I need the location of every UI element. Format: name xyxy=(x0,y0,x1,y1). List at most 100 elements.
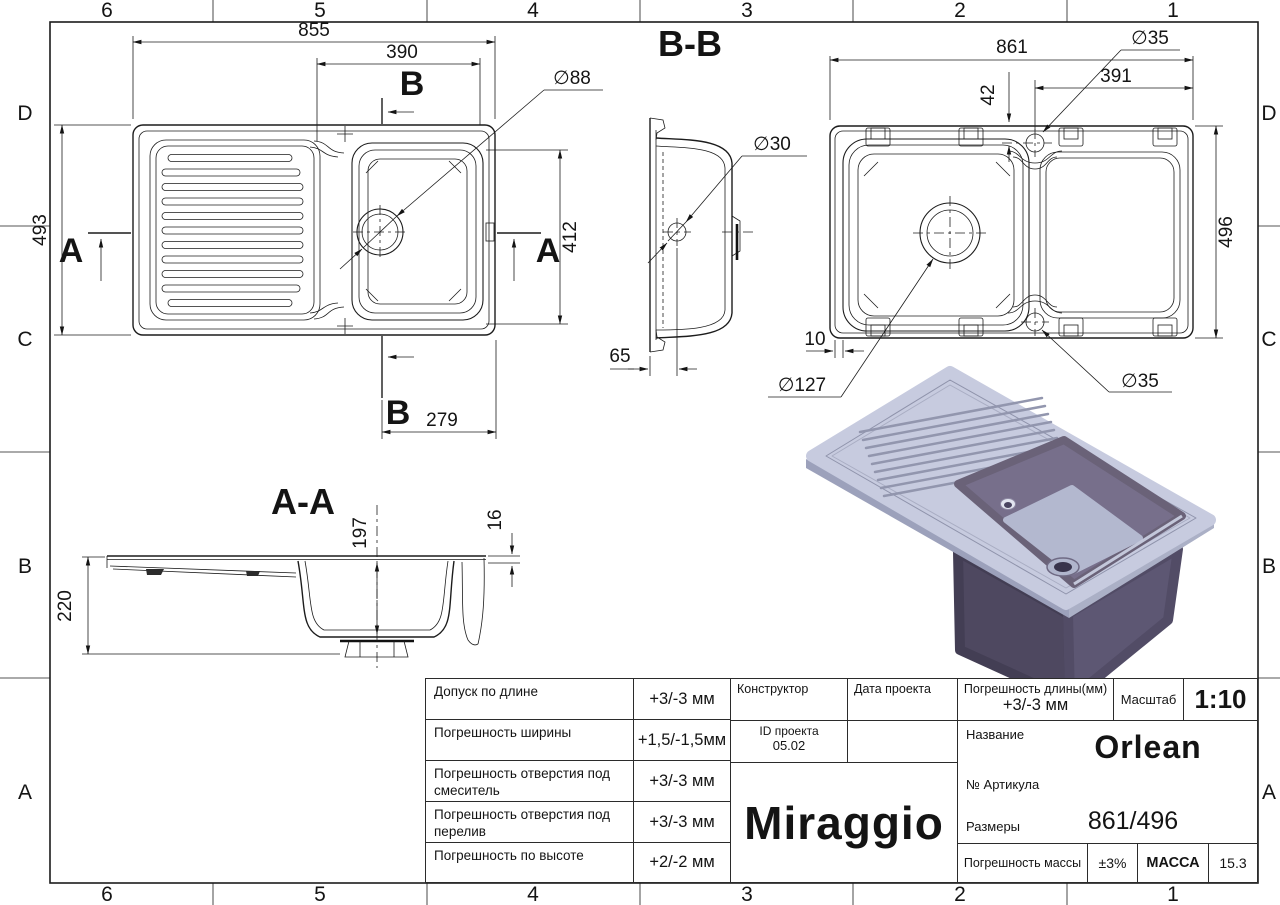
project-id-label: ID проекта xyxy=(759,724,819,738)
tolerance-row-label: Погрешность отверстия под смеситель xyxy=(425,760,634,802)
dim-drain-dia-88: ∅88 xyxy=(553,68,591,89)
dim-279: 279 xyxy=(426,410,458,431)
zone-col-3b: 3 xyxy=(741,883,753,905)
length-tolerance-label: Погрешность длины(мм) xyxy=(963,682,1108,696)
tolerance-value-4: +2/-2 мм xyxy=(649,853,715,871)
zone-col-1b: 1 xyxy=(1167,883,1179,905)
brand-cell: Miraggio xyxy=(730,762,958,883)
mounting-clips xyxy=(865,127,1178,337)
tolerance-value-1: +1,5/-1,5мм xyxy=(637,730,727,749)
tolerance-label-3: Погрешность отверстия под перелив xyxy=(434,807,611,839)
tolerance-label-0: Допуск по длине xyxy=(434,684,538,699)
section-bb-title: B-B xyxy=(658,23,722,64)
tolerance-label-2: Погрешность отверстия под смеситель xyxy=(434,766,611,798)
length-tolerance-cell: Погрешность длины(мм) +3/-3 мм xyxy=(957,678,1114,721)
dimensions-value: 861/496 xyxy=(1087,807,1179,835)
top-view: 855 390 B ∅88 493 A A 412 B xyxy=(30,20,603,439)
tolerance-row-label: Погрешность ширины xyxy=(425,719,634,761)
product-name: Orlean xyxy=(1094,729,1202,765)
dimensions-label: Размеры xyxy=(966,819,1021,834)
designer-cell: Конструктор xyxy=(730,678,848,721)
dim-220: 220 xyxy=(55,590,76,622)
tolerance-row-label: Допуск по длине xyxy=(425,678,634,720)
dim-197: 197 xyxy=(350,517,371,549)
drainboard-ribs xyxy=(161,154,304,307)
zone-row-d2: D xyxy=(1261,102,1276,125)
tolerance-row-value: +3/-3 мм xyxy=(633,678,731,720)
tolerance-row-label: Погрешность отверстия под перелив xyxy=(425,801,634,843)
article-label: № Артикула xyxy=(966,777,1040,792)
dim-391: 391 xyxy=(1100,66,1132,87)
sink-3d-render xyxy=(806,366,1216,705)
section-label-b-top: B xyxy=(400,65,425,103)
tolerance-row-value: +1,5/-1,5мм xyxy=(633,719,731,761)
scale-value: 1:10 xyxy=(1194,684,1247,714)
render-rim-line-2 xyxy=(831,384,1191,589)
section-aa-title: A-A xyxy=(271,481,335,522)
mass-label-cell: МАССА xyxy=(1137,843,1209,883)
date-value-cell xyxy=(847,720,958,763)
zone-row-b2: B xyxy=(1262,555,1276,578)
bottom-view: 861 391 42 ∅35 496 10 ∅35 ∅127 xyxy=(768,28,1237,398)
zone-col-6b: 6 xyxy=(101,883,113,905)
dim-855: 855 xyxy=(298,20,330,41)
render-rim-line xyxy=(825,379,1197,595)
scale-value-cell: 1:10 xyxy=(1183,678,1258,721)
dim-10: 10 xyxy=(804,329,825,350)
dim-overflow-dia-bottom: ∅35 xyxy=(1121,371,1159,392)
tolerance-value-3: +3/-3 мм xyxy=(649,812,715,831)
brand-logo-text: Miraggio xyxy=(744,796,944,849)
dim-493: 493 xyxy=(30,214,51,246)
dim-496: 496 xyxy=(1216,216,1237,248)
scale-label: Масштаб xyxy=(1120,692,1177,707)
zone-col-5b: 5 xyxy=(314,883,326,905)
mass-value-cell: 15.3 xyxy=(1208,843,1258,883)
zone-col-4: 4 xyxy=(527,0,539,22)
zone-row-c: C xyxy=(17,328,32,351)
render-bowl-wall-highlight xyxy=(1073,514,1183,586)
dim-65: 65 xyxy=(609,346,630,367)
tolerance-row-value: +3/-3 мм xyxy=(633,760,731,802)
render-drain-hole xyxy=(1054,562,1072,572)
zone-col-1: 1 xyxy=(1167,0,1179,22)
zone-col-4b: 4 xyxy=(527,883,539,905)
section-label-b-bottom: B xyxy=(386,394,411,432)
mass-tolerance-value: ±3% xyxy=(1098,855,1127,871)
zone-col-3: 3 xyxy=(741,0,753,22)
render-faucet-hole xyxy=(1004,502,1012,508)
mass-value: 15.3 xyxy=(1219,855,1247,871)
dim-861: 861 xyxy=(996,37,1028,58)
tolerance-value-0: +3/-3 мм xyxy=(649,689,715,708)
length-tolerance-value: +3/-3 мм xyxy=(1002,696,1069,714)
dim-16: 16 xyxy=(485,509,506,530)
zone-row-b: B xyxy=(18,555,32,578)
tolerance-row-label: Погрешность по высоте xyxy=(425,842,634,883)
tolerance-label-1: Погрешность ширины xyxy=(434,725,572,740)
zone-col-2b: 2 xyxy=(954,883,966,905)
mass-tolerance-label-cell: Погрешность массы xyxy=(957,843,1088,883)
date-cell: Дата проекта xyxy=(847,678,958,721)
scale-label-cell: Масштаб xyxy=(1113,678,1184,721)
designer-label: Конструктор xyxy=(737,682,809,696)
zone-col-5: 5 xyxy=(314,0,326,22)
project-id-value: 05.02 xyxy=(772,738,806,753)
dim-390: 390 xyxy=(386,42,418,63)
dim-drain-dia-127: ∅127 xyxy=(778,375,826,396)
section-label-a-right: A xyxy=(536,232,561,270)
dim-overflow-dia-top: ∅35 xyxy=(1131,28,1169,49)
name-article-size-cell: Название Orlean № Артикула Размеры 861/4… xyxy=(957,720,1258,844)
tolerance-value-2: +3/-3 мм xyxy=(649,771,715,790)
zone-row-a: A xyxy=(18,781,32,804)
mass-tolerance-label: Погрешность массы xyxy=(963,856,1082,870)
zone-col-2: 2 xyxy=(954,0,966,22)
name-label: Название xyxy=(966,727,1025,742)
dim-hole-dia-30: ∅30 xyxy=(753,134,791,155)
render-slab-edge-left xyxy=(806,459,1069,618)
dim-412: 412 xyxy=(560,221,581,253)
render-bowl-floor xyxy=(1003,485,1143,575)
section-label-a-left: A xyxy=(59,232,84,270)
mass-label: МАССА xyxy=(1146,855,1200,871)
